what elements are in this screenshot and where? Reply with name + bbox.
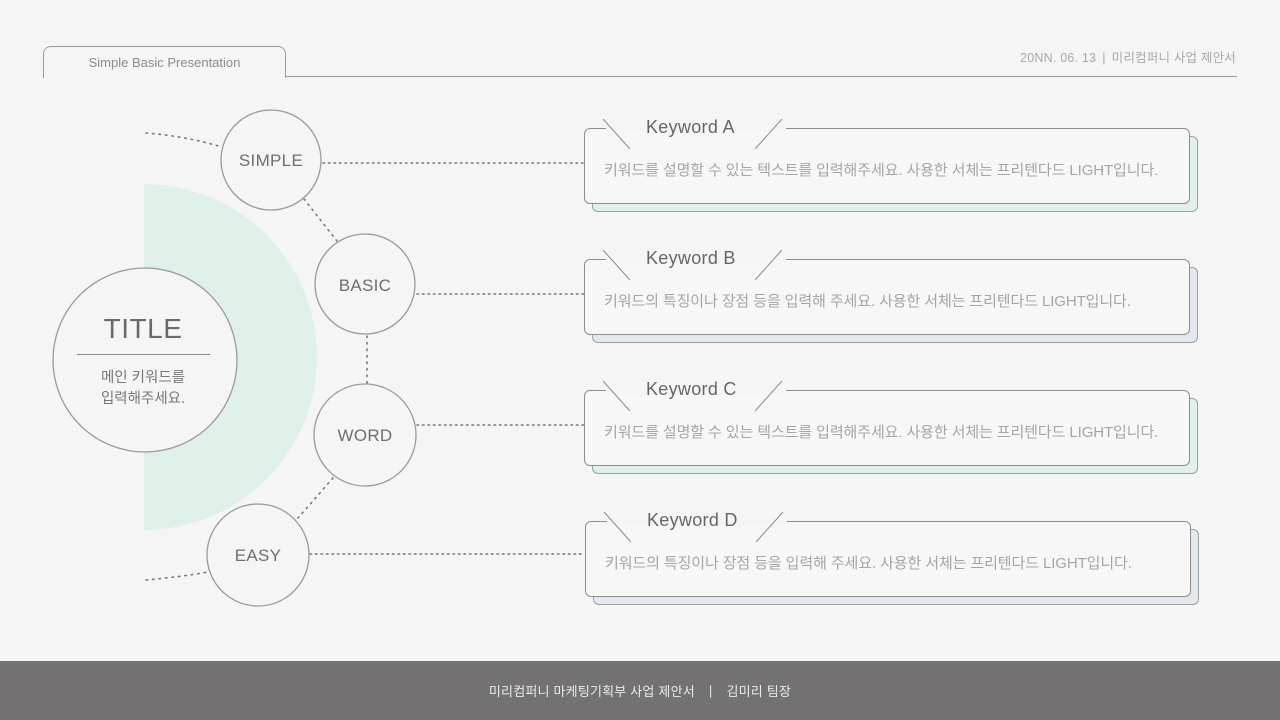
keyword-card-d: Keyword D 키워드의 특징이나 장점 등을 입력해 주세요. 사용한 서… <box>585 510 1199 605</box>
main-subtitle-line1: 메인 키워드를 <box>100 370 186 386</box>
node-circle-easy <box>206 503 310 607</box>
main-subtitle: 메인 키워드를 입력해주세요. <box>101 368 185 410</box>
keyword-card-a: Keyword A 키워드를 설명할 수 있는 텍스트를 입력해주세요. 사용한… <box>584 117 1198 212</box>
header-tab-title: Simple Basic Presentation <box>88 55 241 70</box>
main-subtitle-line2: 입력해주세요. <box>100 391 186 407</box>
footer-separator: | <box>708 683 713 698</box>
card-keyword: Keyword D <box>647 510 738 530</box>
title-divider <box>77 354 210 355</box>
node-label-basic: BASIC <box>338 276 392 295</box>
footer-bar: 미리컴퍼니 마케팅기획부 사업 제안서 | 김미리 팀장 <box>0 661 1280 720</box>
card-tab-gap <box>606 255 786 263</box>
card-keyword: Keyword A <box>646 117 735 137</box>
header-meta: 20NN. 06. 13 | 미리컴퍼니 사업 제안서 <box>1020 47 1236 66</box>
footer-department: 미리컴퍼니 마케팅기획부 사업 제안서 <box>488 684 695 699</box>
header-date: 20NN. 06. 13 <box>1020 51 1097 65</box>
card-description: 키워드를 설명할 수 있는 텍스트를 입력해주세요. 사용한 서체는 프리텐다드… <box>604 162 1159 179</box>
card-keyword: Keyword B <box>646 248 736 268</box>
node-label-simple: SIMPLE <box>238 151 304 170</box>
card-tab-gap <box>607 517 787 525</box>
node-label-easy: EASY <box>234 546 282 565</box>
header-rule <box>284 76 1237 77</box>
card-keyword: Keyword C <box>646 379 737 399</box>
card-box <box>584 259 1190 335</box>
card-box <box>584 128 1190 204</box>
node-label-word: WORD <box>337 426 393 445</box>
header-separator: | <box>1102 51 1106 65</box>
card-box <box>585 521 1191 597</box>
connector-simple-basic <box>303 198 338 242</box>
keyword-card-c: Keyword C 키워드를 설명할 수 있는 텍스트를 입력해주세요. 사용한… <box>584 379 1198 474</box>
node-circle-word <box>313 383 417 487</box>
card-description: 키워드를 설명할 수 있는 텍스트를 입력해주세요. 사용한 서체는 프리텐다드… <box>604 424 1159 441</box>
footer-presenter: 김미리 팀장 <box>726 684 792 699</box>
card-box <box>584 390 1190 466</box>
title-circle <box>52 267 238 453</box>
keyword-card-b: Keyword B 키워드의 특징이나 장점 등을 입력해 주세요. 사용한 서… <box>584 248 1198 343</box>
header-tab: Simple Basic Presentation <box>43 46 286 78</box>
card-tab-gap <box>606 124 786 132</box>
card-description: 키워드의 특징이나 장점 등을 입력해 주세요. 사용한 서체는 프리텐다드 L… <box>604 293 1131 310</box>
main-title: TITLE <box>103 313 183 344</box>
dotted-arc-bottom <box>145 571 209 581</box>
node-circle-simple <box>220 109 322 211</box>
card-tab-gap <box>606 386 786 394</box>
header-company-doc: 미리컴퍼니 사업 제안서 <box>1111 51 1236 65</box>
card-description: 키워드의 특징이나 장점 등을 입력해 주세요. 사용한 서체는 프리텐다드 L… <box>605 555 1132 572</box>
dotted-arc-top <box>145 132 223 148</box>
connector-word-easy <box>297 477 334 519</box>
node-circle-basic <box>314 233 416 335</box>
